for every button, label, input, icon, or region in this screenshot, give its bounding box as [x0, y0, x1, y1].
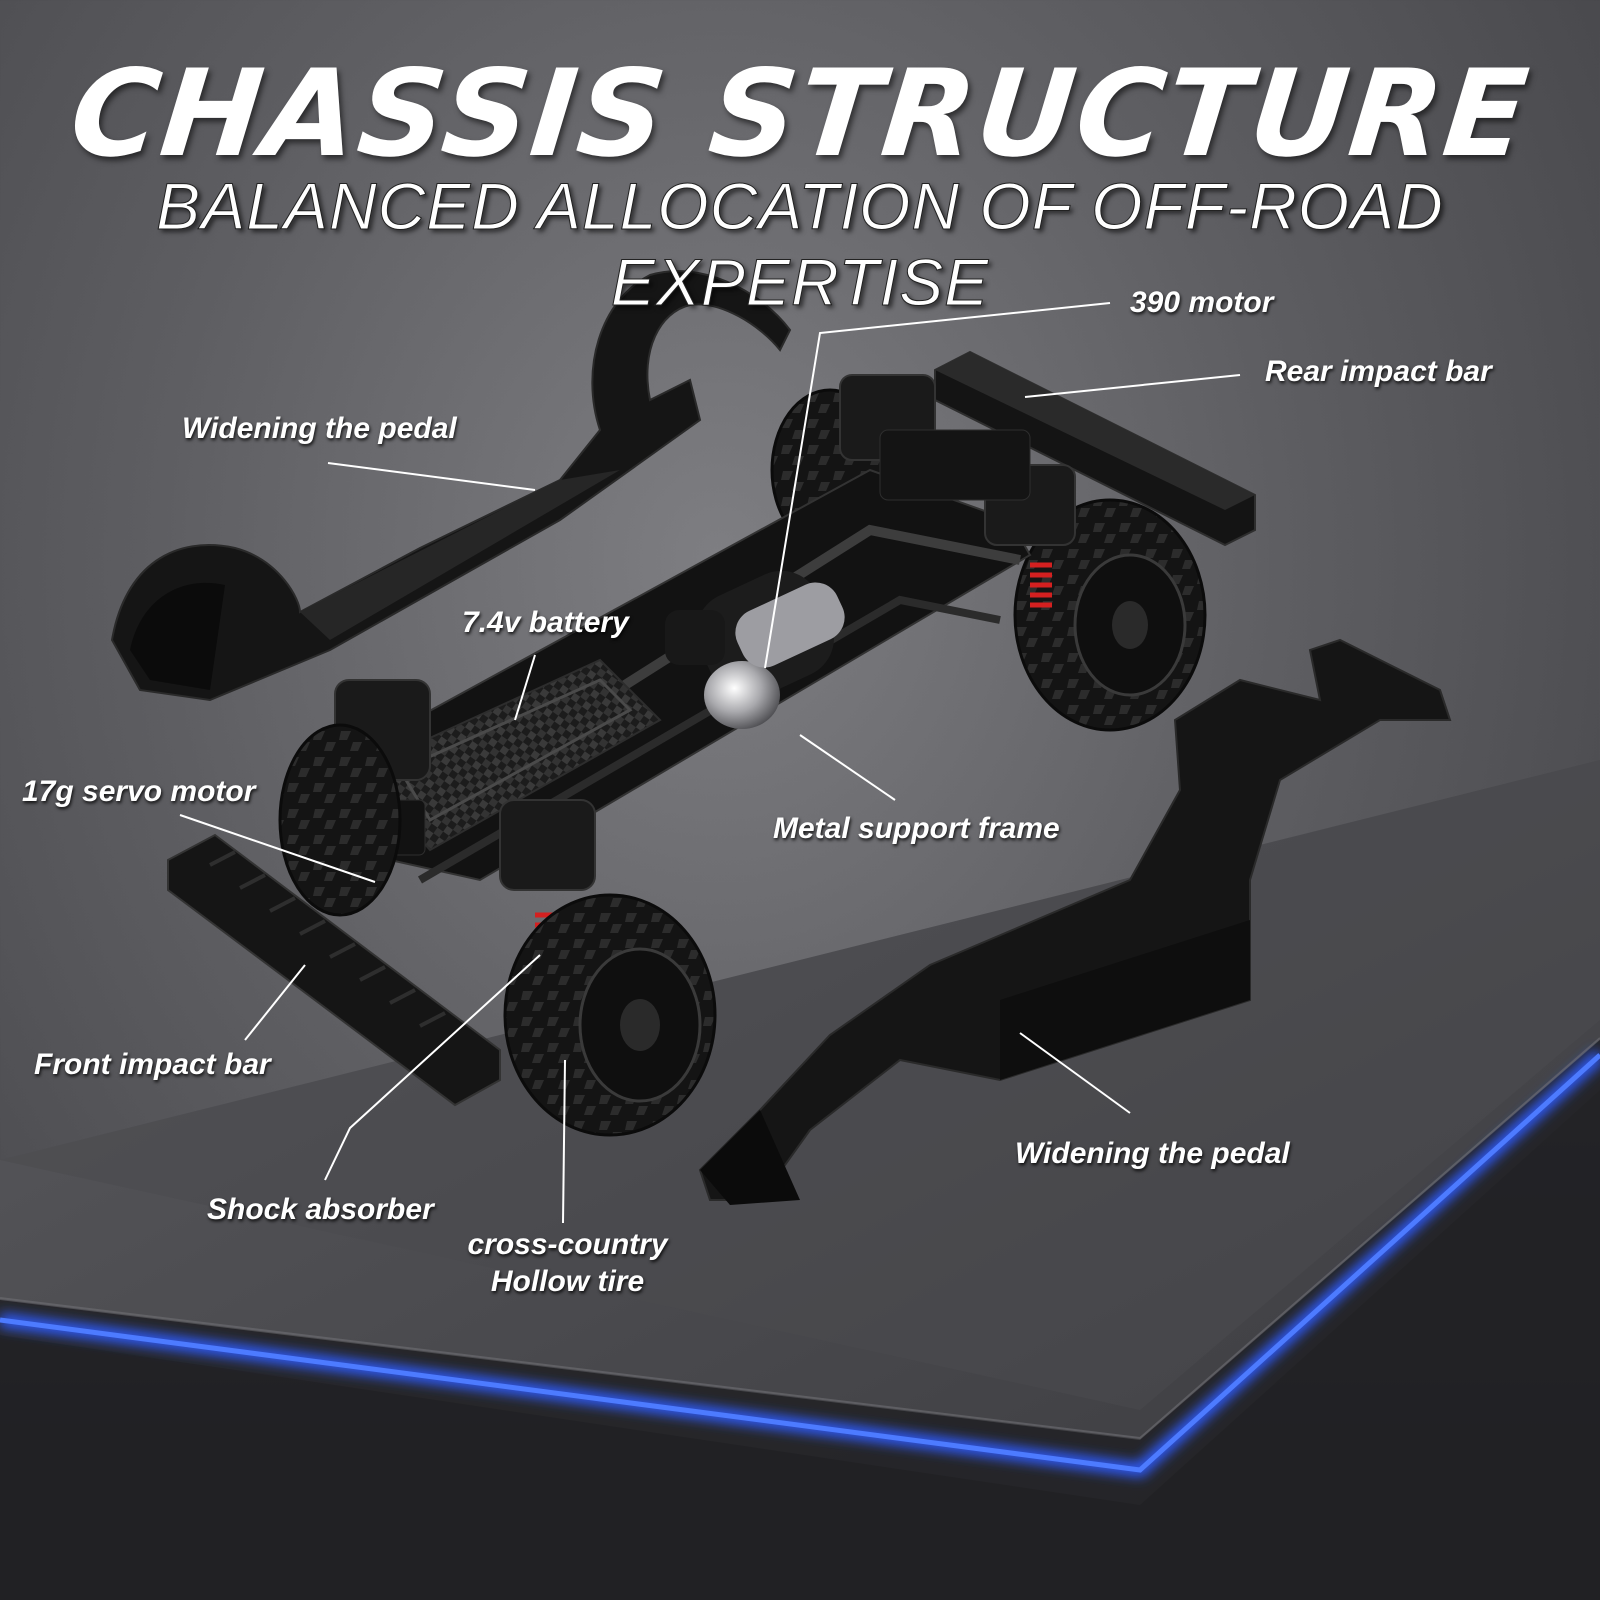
- label-widening-pedal-top: Widening the pedal: [182, 412, 457, 445]
- motor-390-part: [665, 570, 845, 729]
- front-impact-bar-part: [167, 833, 501, 1107]
- label-shock-absorber: Shock absorber: [207, 1193, 434, 1226]
- label-metal-support-frame: Metal support frame: [773, 812, 1060, 845]
- label-battery: 7.4v battery: [462, 606, 629, 639]
- widening-pedal-top-part: [110, 270, 792, 702]
- rear-wheels: [770, 388, 1207, 732]
- label-widening-pedal-bottom: Widening the pedal: [1015, 1137, 1290, 1170]
- leader-lines: [179, 302, 1241, 1224]
- label-rear-impact-bar: Rear impact bar: [1265, 355, 1492, 388]
- widening-pedal-bottom-part: [698, 638, 1452, 1205]
- page-title: CHASSIS STRUCTURE: [64, 45, 1536, 184]
- page-subtitle: BALANCED ALLOCATION OF OFF-ROAD EXPERTIS…: [156, 169, 1444, 320]
- front-wheels: [278, 723, 717, 1137]
- rear-suspension: [839, 374, 1076, 608]
- label-front-impact-bar: Front impact bar: [34, 1048, 271, 1081]
- label-servo-motor: 17g servo motor: [22, 775, 256, 808]
- label-390-motor: 390 motor: [1130, 286, 1274, 319]
- label-hollow-tire: cross-country Hollow tire: [467, 1228, 668, 1298]
